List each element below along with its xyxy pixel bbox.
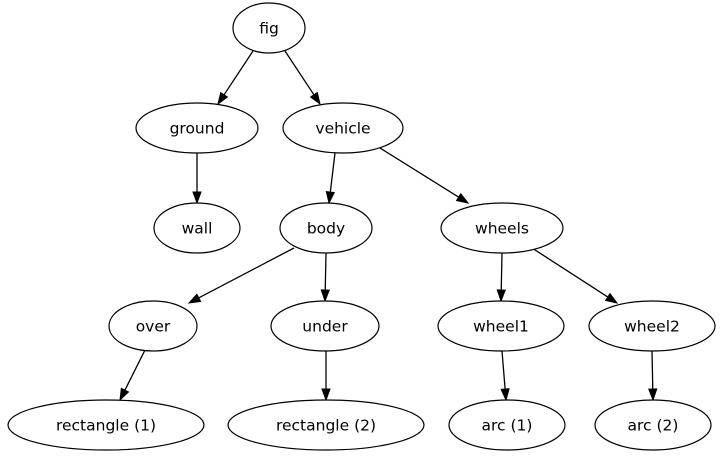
edge-arrowhead-icon (604, 292, 619, 304)
edge-shaft (329, 152, 336, 194)
node-fig[interactable]: fig (232, 2, 306, 54)
node-label: ground (170, 120, 225, 138)
node-wheel2[interactable]: wheel2 (588, 300, 716, 352)
edge-arrowhead-icon (192, 191, 202, 205)
node-shape-ellipse[interactable] (270, 300, 380, 352)
edge-arrowhead-icon (309, 91, 321, 106)
edge-arrowhead-icon (217, 91, 229, 106)
edge-arrowhead-icon (320, 289, 330, 303)
node-shape-ellipse[interactable] (135, 102, 259, 154)
edge-fig-to-vehicle (284, 50, 321, 106)
node-label: arc (1) (482, 417, 533, 435)
edge-arrowhead-icon (500, 388, 510, 402)
edge-shaft (324, 252, 327, 292)
node-shape-ellipse[interactable] (588, 300, 716, 352)
node-shape-ellipse[interactable] (227, 399, 425, 451)
node-shape-ellipse[interactable] (440, 202, 564, 254)
node-label: wheel2 (624, 318, 680, 336)
node-shape-ellipse[interactable] (279, 202, 373, 254)
node-shape-ellipse[interactable] (108, 300, 198, 352)
node-arc1[interactable]: arc (1) (448, 399, 566, 451)
node-label: rectangle (1) (56, 417, 156, 435)
node-vehicle[interactable]: vehicle (282, 102, 404, 154)
node-over[interactable]: over (108, 300, 198, 352)
edge-wheels-to-wheel2 (531, 247, 619, 304)
edge-arrowhead-icon (648, 388, 658, 402)
node-label: fig (259, 20, 279, 38)
node-label: wheels (475, 220, 529, 238)
edge-arrowhead-icon (455, 192, 470, 204)
edges-layer (119, 50, 658, 402)
node-shape-ellipse[interactable] (594, 399, 712, 451)
node-shape-ellipse[interactable] (232, 2, 306, 54)
node-shape-ellipse[interactable] (437, 300, 565, 352)
node-shape-ellipse[interactable] (153, 202, 241, 254)
edge-over-to-rectangle1 (119, 349, 146, 402)
node-ground[interactable]: ground (135, 102, 259, 154)
edge-shaft (500, 252, 503, 292)
node-under[interactable]: under (270, 300, 380, 352)
edge-shaft (222, 50, 254, 97)
nodes-layer: fig ground vehicle wall body wheels over under w… (7, 2, 716, 451)
edge-shaft (123, 349, 146, 392)
node-wheel1[interactable]: wheel1 (437, 300, 565, 352)
node-shape-ellipse[interactable] (448, 399, 566, 451)
edge-vehicle-to-wheels (379, 147, 470, 204)
edge-shaft (197, 247, 295, 300)
edge-shaft (284, 50, 316, 97)
edge-shaft (531, 247, 610, 299)
edge-body-to-over (187, 247, 295, 304)
edge-wheel2-to-arc2 (648, 350, 658, 402)
node-label: body (307, 220, 345, 238)
edge-arrowhead-icon (187, 293, 202, 304)
edge-fig-to-ground (217, 50, 254, 106)
node-label: vehicle (315, 120, 370, 138)
node-label: wall (182, 220, 213, 238)
node-body[interactable]: body (279, 202, 373, 254)
edge-shaft (379, 147, 461, 199)
edge-arrowhead-icon (119, 387, 130, 402)
edge-arrowhead-icon (325, 191, 336, 205)
node-label: over (136, 318, 171, 336)
edge-under-to-rectangle2 (321, 351, 331, 402)
node-shape-ellipse[interactable] (7, 399, 205, 451)
edge-wheels-to-wheel1 (496, 252, 506, 303)
node-label: arc (2) (628, 417, 679, 435)
node-wall[interactable]: wall (153, 202, 241, 254)
edge-arrowhead-icon (321, 388, 331, 402)
node-arc2[interactable]: arc (2) (594, 399, 712, 451)
node-label: wheel1 (473, 318, 529, 336)
node-shape-ellipse[interactable] (282, 102, 404, 154)
edge-body-to-under (320, 252, 330, 303)
edge-arrowhead-icon (496, 289, 506, 303)
node-label: under (302, 318, 348, 336)
node-label: rectangle (2) (276, 417, 376, 435)
edge-shaft (501, 350, 506, 391)
node-rectangle2[interactable]: rectangle (2) (227, 399, 425, 451)
node-wheels[interactable]: wheels (440, 202, 564, 254)
edge-ground-to-wall (192, 153, 202, 205)
node-rectangle1[interactable]: rectangle (1) (7, 399, 205, 451)
edge-wheel1-to-arc1 (500, 350, 510, 402)
edge-vehicle-to-body (325, 152, 336, 205)
edge-shaft (651, 350, 654, 391)
